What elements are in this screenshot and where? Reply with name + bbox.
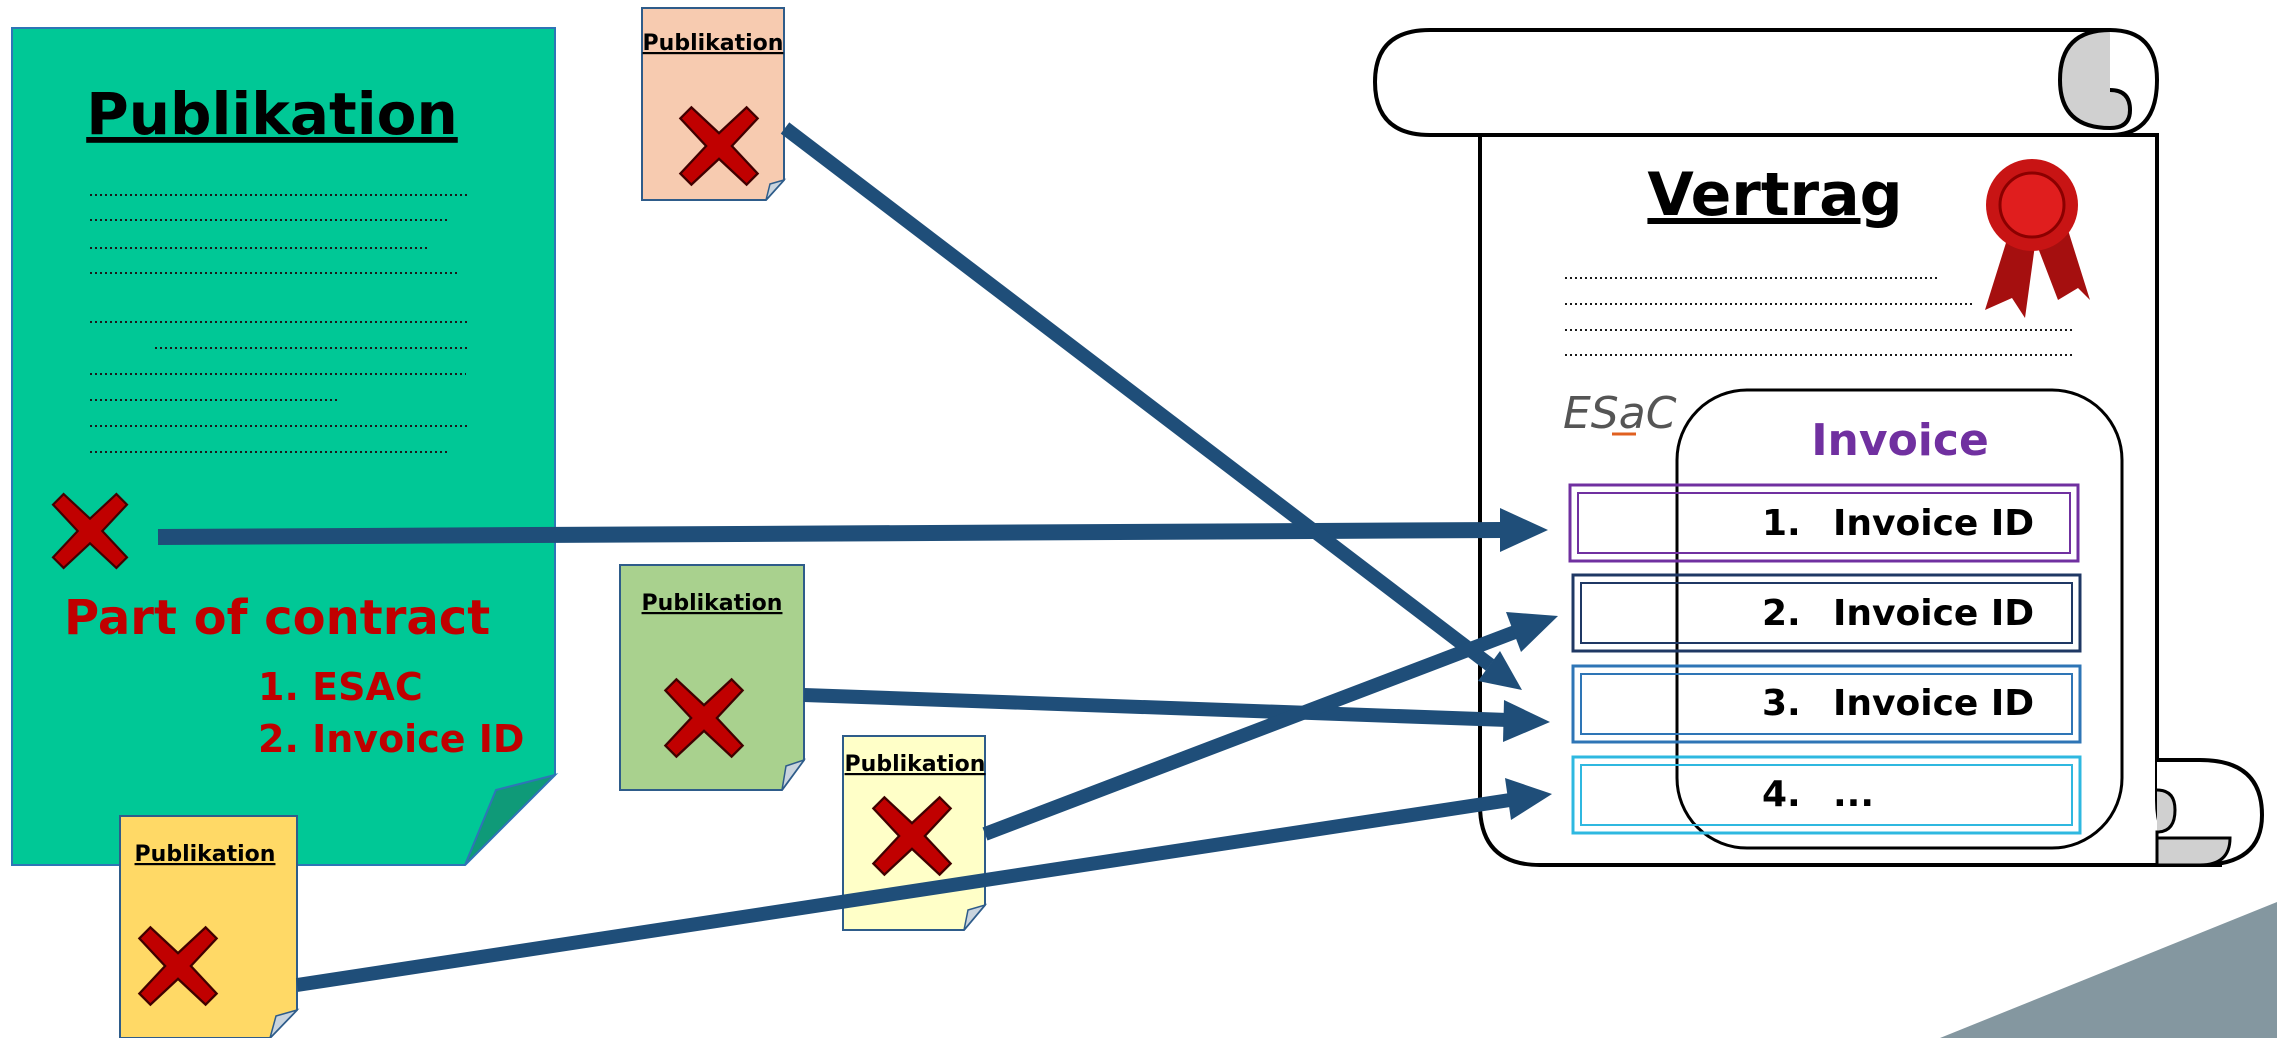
invoice-row-4-num: 4. <box>1762 774 1801 815</box>
small-publication-doc-1: Publikation <box>641 7 787 201</box>
invoice-row-1: 1. Invoice ID <box>1568 483 2080 563</box>
small-doc-3-label: Publikation <box>845 752 986 777</box>
invoice-row-4: 4. ... <box>1571 755 2082 835</box>
arrows <box>157 122 1558 992</box>
small-publication-doc-2: Publikation <box>619 564 806 791</box>
invoice-row-2-num: 2. <box>1762 593 1801 634</box>
invoice-box <box>1675 388 2124 850</box>
arrow-head <box>1478 651 1522 690</box>
arrow-head <box>1506 612 1558 652</box>
contract-title: Vertrag <box>1647 160 1902 230</box>
arrow-doc-4-to-row-4 <box>295 793 1512 992</box>
contract-list-item-1: 1. ESAC <box>258 665 423 709</box>
invoice-row-2: 2. Invoice ID <box>1571 573 2082 653</box>
arrow-head <box>1505 778 1552 820</box>
wax-seal-icon <box>1985 159 2090 318</box>
invoice-row-1-num: 1. <box>1762 503 1801 544</box>
invoice-row-3: 3. Invoice ID <box>1571 664 2082 744</box>
invoice-row-3-text: Invoice ID <box>1833 683 2034 724</box>
small-doc-2-label: Publikation <box>642 591 783 616</box>
invoice-row-4-text: ... <box>1833 774 1874 815</box>
invoice-row-3-num: 3. <box>1762 683 1801 724</box>
contract-list-item-2: 2. Invoice ID <box>258 717 524 761</box>
small-doc-1-label: Publikation <box>643 31 784 56</box>
small-doc-4-label: Publikation <box>135 842 276 867</box>
placeholder-text-lines <box>90 194 470 453</box>
part-of-contract-label: Part of contract <box>64 590 490 646</box>
small-publication-doc-4: Publikation <box>119 815 300 1038</box>
arrow-big-doc-to-row-1 <box>157 522 1503 545</box>
big-publication-document: Publikation Part of contract 1. ESAC 2. … <box>11 27 559 866</box>
arrow-doc-3-to-row-2 <box>982 625 1518 841</box>
contract-scroll: Vertrag ESaC Invoice 1. Invoice ID <box>1372 28 2265 867</box>
invoice-title: Invoice <box>1811 415 1989 466</box>
invoice-row-2-text: Invoice ID <box>1833 593 2034 634</box>
arrow-doc-1-to-row-3 <box>780 122 1495 671</box>
arrow-doc-2-to-row-3 <box>803 688 1509 727</box>
big-document-title: Publikation <box>86 80 458 148</box>
contract-placeholder-text <box>1565 277 2075 356</box>
invoice-row-1-text: Invoice ID <box>1833 503 2034 544</box>
esac-logo: ESaC <box>1563 388 1677 439</box>
corner-triangle <box>1940 902 2277 1038</box>
arrow-head <box>1503 700 1550 742</box>
arrow-head <box>1500 508 1548 552</box>
